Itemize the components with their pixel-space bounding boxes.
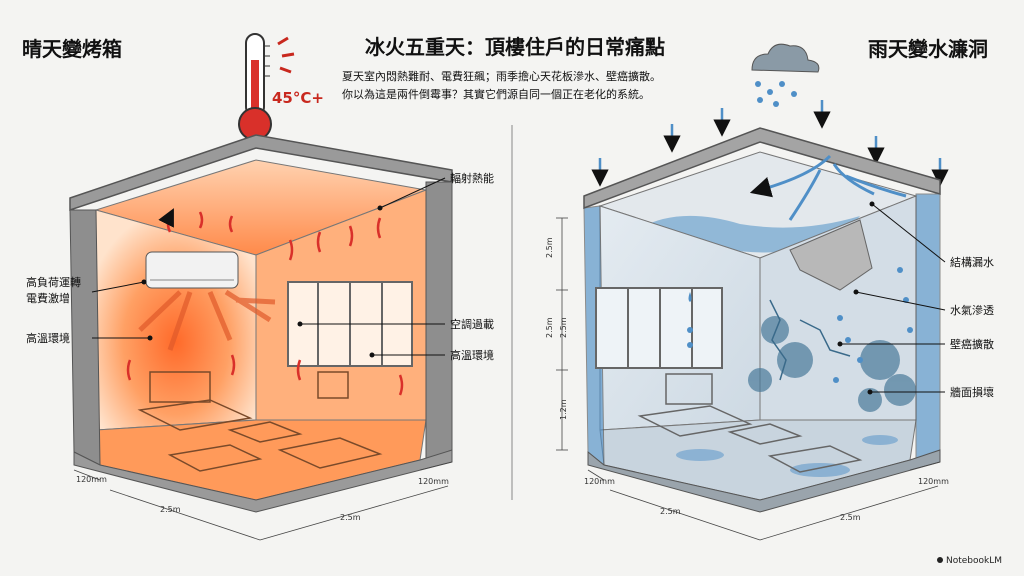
label-high-load: 高負荷運轉 (26, 275, 81, 289)
right-vertical-dims (556, 217, 568, 451)
left-heading: 晴天變烤箱 (22, 37, 122, 61)
rain-cloud-icon (751, 43, 820, 107)
water-drips (687, 267, 913, 383)
dim-right-wall-left: 120mm (584, 477, 615, 486)
subtitle-line-1: 夏天室內悶熱難耐、電費狂飆；雨季擔心天花板滲水、壁癌擴散。 (342, 69, 661, 83)
peeling-plaster (789, 219, 873, 291)
right-floor (599, 419, 917, 501)
label-radiant-heat: 輻射熱能 (450, 171, 494, 185)
air-conditioner (145, 251, 239, 289)
dim-left-wall-right: 120mm (418, 477, 449, 486)
dim-right-base-left: 2.5m (660, 507, 681, 516)
dim-right-h2: 2.5m (545, 317, 554, 338)
dim-right-h4: 1.2m (559, 399, 568, 420)
left-dimension-lines (73, 461, 453, 541)
left-floor (95, 419, 427, 501)
rain-arrows (591, 100, 949, 187)
left-wall-right (425, 181, 453, 461)
dim-right-h3: 2.5m (559, 317, 568, 338)
right-dimension-lines (587, 461, 941, 541)
right-wall-right (915, 193, 941, 461)
crack-lines (769, 299, 851, 381)
right-heading: 雨天變水濂洞 (868, 37, 988, 61)
left-furniture (137, 371, 383, 472)
mold-patches (748, 316, 916, 412)
label-power-bill: 電費激增 (26, 291, 70, 305)
right-furniture (637, 373, 863, 473)
left-callouts (91, 177, 446, 356)
dim-right-base-right: 2.5m (840, 513, 861, 522)
label-moisture-seepage: 水氣滲透 (950, 303, 994, 317)
heat-arrows (126, 208, 404, 396)
right-floor-slab (587, 449, 941, 513)
left-floor-slab (73, 449, 453, 513)
seepage-arrows (749, 154, 907, 221)
notebooklm-brand: NotebookLM (946, 556, 1002, 566)
label-efflorescence: 壁癌擴散 (950, 337, 994, 351)
label-hot-env-right: 高溫環境 (450, 348, 494, 362)
label-hot-env-left: 高溫環境 (26, 331, 70, 345)
dim-left-wall-left: 120mm (76, 475, 107, 484)
label-wall-damage: 牆面損壞 (950, 385, 994, 399)
temperature-readout: 45°C+ (272, 89, 324, 107)
notebooklm-logo-icon (937, 557, 943, 563)
dim-left-base-left: 2.5m (160, 505, 181, 514)
page-title: 冰火五重天：頂樓住戶的日常痛點 (365, 35, 665, 59)
label-ac-overload: 空調過載 (450, 317, 494, 331)
dim-left-base-right: 2.5m (340, 513, 361, 522)
dim-right-wall-right: 120mm (918, 477, 949, 486)
subtitle-line-2: 你以為這是兩件倒霉事？其實它們源自同一個正在老化的系統。 (342, 87, 650, 101)
right-callout-dots (837, 201, 875, 395)
ac-airflow (138, 289, 276, 351)
left-callout-dots (141, 205, 383, 358)
label-structural-leak: 結構漏水 (950, 255, 994, 269)
floor-puddles (676, 435, 898, 477)
right-window (595, 287, 723, 369)
dim-right-h1: 2.5m (545, 237, 554, 258)
thermometer-icon (238, 33, 295, 141)
right-callouts (840, 203, 946, 393)
